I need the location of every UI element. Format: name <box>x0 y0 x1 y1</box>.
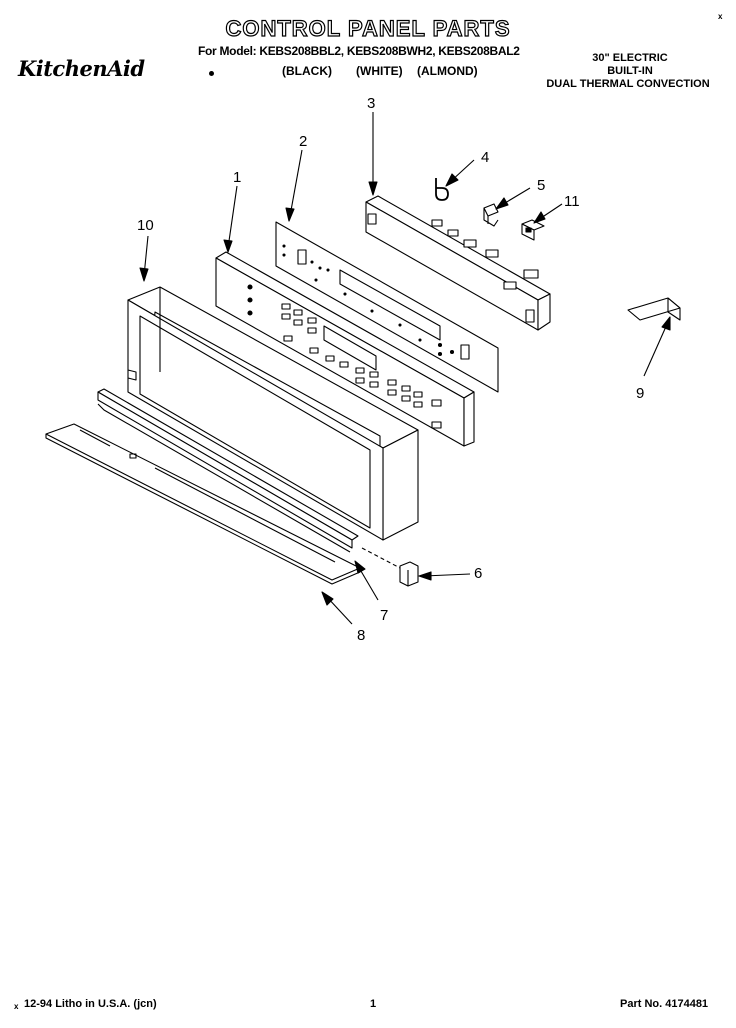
callout-6: 6 <box>474 565 482 582</box>
brand-logo: KitchenAid <box>18 56 145 81</box>
part-9-side-bracket <box>627 297 681 321</box>
part-number: Part No. 4174481 <box>620 998 709 1010</box>
callout-7: 7 <box>380 607 388 624</box>
part-6-end-cap <box>361 547 419 587</box>
corner-mark: x <box>718 12 723 21</box>
page-title: CONTROL PANEL PARTS <box>225 15 511 41</box>
color-almond-label: (ALMOND) <box>417 64 478 78</box>
callout-10: 10 <box>137 217 154 234</box>
litho-note: 12-94 Litho in U.S.A. (jcn) <box>24 998 157 1010</box>
part-4-clip <box>435 178 449 201</box>
callout-11: 11 <box>564 193 580 210</box>
logo-dot-icon <box>209 71 214 76</box>
spec-line-3: DUAL THERMAL CONVECTION <box>546 78 710 90</box>
part-7-trim-bar <box>97 388 359 553</box>
part-3-control-board <box>365 195 551 331</box>
part-11-switch <box>521 219 545 241</box>
part-5-bracket <box>483 203 499 227</box>
page-number: 1 <box>370 998 377 1010</box>
callout-2: 2 <box>299 133 307 150</box>
leader-lines <box>139 112 671 625</box>
spec-line-1: 30" ELECTRIC <box>592 52 668 64</box>
part-1-control-panel <box>215 251 475 447</box>
model-numbers: For Model: KEBS208BBL2, KEBS208BWH2, KEB… <box>198 44 520 58</box>
part-2-overlay <box>275 221 499 393</box>
callout-4: 4 <box>481 149 489 166</box>
color-black-label: (BLACK) <box>282 64 332 78</box>
callout-9: 9 <box>636 385 644 402</box>
callout-5: 5 <box>537 177 545 194</box>
part-10-frame <box>127 286 419 541</box>
callout-3: 3 <box>367 95 375 112</box>
color-white-label: (WHITE) <box>356 64 403 78</box>
spec-line-2: BUILT-IN <box>607 65 653 77</box>
footer-mark: x <box>14 1002 19 1011</box>
callout-1: 1 <box>233 169 241 186</box>
callout-8: 8 <box>357 627 365 644</box>
